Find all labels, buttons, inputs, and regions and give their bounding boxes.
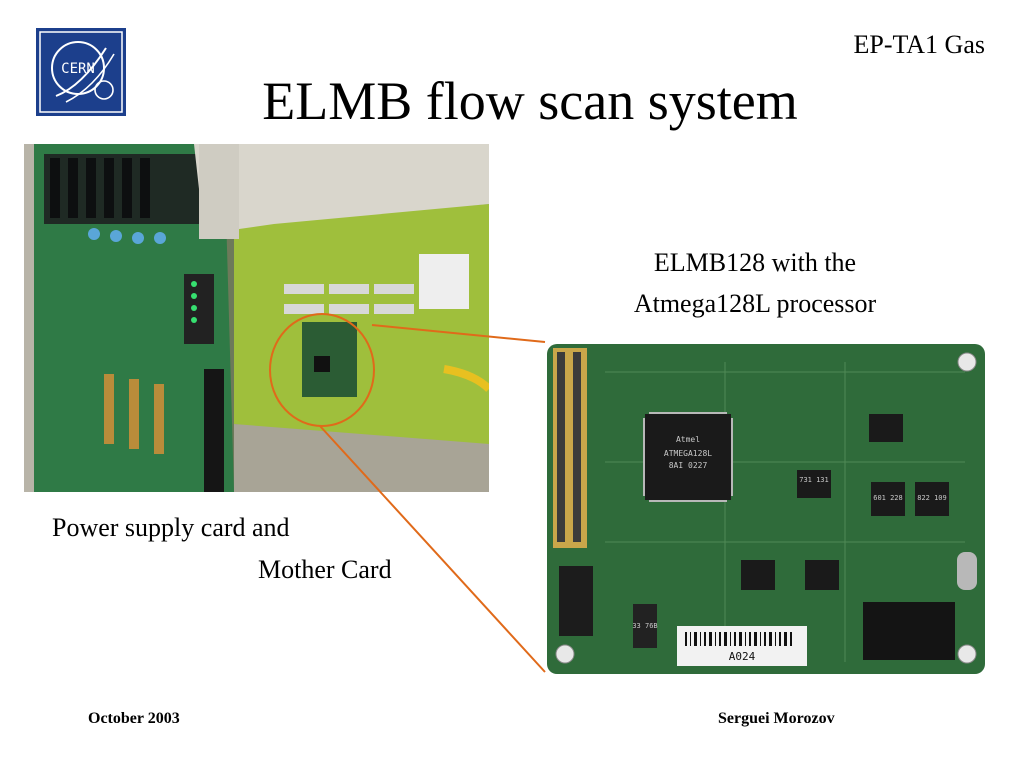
footer-author: Serguei Morozov [718, 710, 835, 727]
ic-label-c: 822 109 [917, 494, 947, 502]
chip-brand: Atmel [676, 435, 700, 444]
mother-card-photo [24, 144, 492, 492]
slide-title: ELMB flow scan system [262, 71, 798, 131]
footer-date: October 2003 [88, 710, 180, 727]
cern-logo: CERN [36, 28, 126, 116]
elmb-caption-line-1: ELMB128 with the [653, 248, 857, 277]
chip-part-number: ATMEGA128L [664, 449, 712, 458]
department-label: EP-TA1 Gas [853, 30, 985, 59]
power-caption-line-1: Power supply card and [52, 513, 290, 542]
power-caption-line-2: Mother Card [258, 555, 392, 584]
chip-date-code: 8AI 0227 [669, 461, 708, 470]
ic-label-a: 731 131 [799, 476, 829, 484]
logo-text: CERN [61, 61, 95, 77]
elmb-board-photo: Atmel ATMEGA128L 8AI 0227 731 131 601 22… [545, 342, 987, 676]
inductor-label: 33 76B [632, 622, 657, 630]
barcode-label: A024 [729, 650, 756, 663]
elmb-caption: ELMB128 with the Atmega128L processor [580, 242, 930, 324]
ic-label-b: 601 228 [873, 494, 903, 502]
elmb-caption-line-2: Atmega128L processor [633, 289, 877, 318]
